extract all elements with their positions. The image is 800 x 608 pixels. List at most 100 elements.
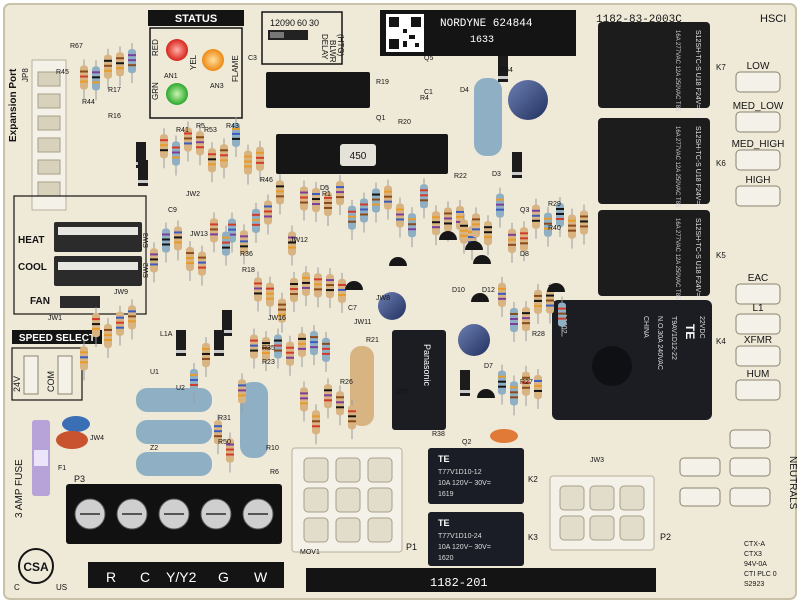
resistor xyxy=(252,202,260,243)
resistor xyxy=(80,340,88,381)
component-ref-label: Q2 xyxy=(462,439,471,446)
neutral-terminals[interactable] xyxy=(679,429,771,507)
component-ref-label: R18 xyxy=(242,267,255,274)
component-ref-label: C9 xyxy=(168,207,177,214)
connector-p1[interactable]: P1 xyxy=(291,447,417,553)
resistor xyxy=(220,138,228,179)
fan-jumper[interactable] xyxy=(60,296,100,308)
component-ref-label: Q5 xyxy=(424,55,433,62)
cert-line: CTI PLC 0 xyxy=(744,571,777,578)
csa-cert-mark: CSA C US xyxy=(14,548,67,592)
component-ref-label: R4 xyxy=(420,95,429,102)
component-ref-label: R16 xyxy=(108,113,121,120)
blower-delay-selector[interactable]: 120 90 60 30 BLWR DELAY (HTG) xyxy=(261,11,345,65)
bottom-part-panel xyxy=(306,568,656,592)
component-ref-label: JW13 xyxy=(190,231,208,238)
dip-switch-block[interactable]: HEAT COOL FAN SW3 SW2 JW9 xyxy=(13,195,150,315)
relay-ref: K7 xyxy=(716,63,726,72)
component-ref-label: R21 xyxy=(366,337,379,344)
component-ref-label: C1 xyxy=(424,89,433,96)
terminal-hum[interactable]: HUM xyxy=(735,369,781,401)
component-ref-label: Z1 xyxy=(548,285,556,292)
component-ref-label: R35 xyxy=(262,345,275,352)
led-red-label: RED xyxy=(151,39,160,56)
speed-select-block[interactable]: SPEED SELECT 24V COM xyxy=(11,330,102,401)
cool-label: COOL xyxy=(18,262,47,273)
green-led-icon xyxy=(166,83,188,105)
speed-24v-terminal[interactable] xyxy=(23,355,39,395)
terminal-label: MED_LOW xyxy=(733,101,784,112)
resistor xyxy=(150,242,158,283)
resistor xyxy=(262,331,270,372)
blower-delay-line2: DELAY xyxy=(320,34,329,60)
component-ref-label: R23 xyxy=(262,359,275,366)
expansion-port-ref: JP8 xyxy=(21,68,30,82)
component-ref-label: R28 xyxy=(532,331,545,338)
component-ref-label: R41 xyxy=(176,127,189,134)
transistor xyxy=(345,281,363,290)
terminal-med-low[interactable]: MED_LOW xyxy=(733,101,784,133)
resistor xyxy=(208,142,216,183)
resistor xyxy=(522,365,530,406)
component-ref-label: Q1 xyxy=(376,115,385,122)
resistor xyxy=(214,414,222,455)
resistor xyxy=(238,373,246,414)
heat-dip-switch[interactable] xyxy=(54,222,142,252)
terminal-l1[interactable]: L1 xyxy=(735,303,781,335)
resistor xyxy=(264,194,272,235)
resistor xyxy=(250,328,258,369)
resistor xyxy=(484,215,492,256)
terminal-eac[interactable]: EAC xyxy=(735,273,781,305)
resistor xyxy=(420,178,428,219)
fuse-ref: F1 xyxy=(58,465,66,472)
diode xyxy=(222,310,232,336)
relay-k2-brand: TE xyxy=(438,454,450,464)
sw3-ref: SW3 xyxy=(143,233,150,248)
ic-u1: 450 xyxy=(276,134,448,174)
resistor xyxy=(396,197,404,238)
component-ref-label: Q3 xyxy=(520,207,529,214)
connector-p2[interactable]: P2 xyxy=(549,475,671,551)
fuse-block[interactable]: 3 AMP FUSE F1 xyxy=(14,420,66,518)
terminal-w-label: W xyxy=(254,569,268,585)
resistor xyxy=(104,48,112,89)
component-ref-label: D7 xyxy=(484,363,493,370)
terminal-low[interactable]: LOW xyxy=(735,61,781,93)
red-led-icon xyxy=(166,39,188,61)
component-ref-label: D10 xyxy=(452,287,465,294)
relay-k3-brand: TE xyxy=(438,518,450,528)
terminal-high[interactable]: HIGH xyxy=(735,175,781,207)
status-led-group: RED GRN YEL AN1 AN3 FLAME xyxy=(149,27,243,119)
component-ref-label: JW1 xyxy=(48,315,62,322)
speed-com-terminal[interactable] xyxy=(57,355,73,395)
resistor xyxy=(408,207,416,248)
component-ref-label: R29 xyxy=(548,201,561,208)
resistor xyxy=(322,331,330,372)
component-ref-label: R27 xyxy=(520,379,533,386)
manufacturer-label: NORDYNE 624844 xyxy=(440,18,533,30)
large-resistor-group xyxy=(136,78,502,476)
component-ref-label: D3 xyxy=(492,171,501,178)
expansion-port[interactable]: Expansion Port JP8 xyxy=(8,59,67,211)
terminal-label: EAC xyxy=(748,273,769,284)
cool-dip-switch[interactable] xyxy=(54,256,142,286)
terminal-block-p3[interactable]: R C Y/Y2 G W P3 xyxy=(66,474,284,588)
terminal-label: HIGH xyxy=(746,175,771,186)
resistor xyxy=(128,299,136,340)
component-ref-label: U3 xyxy=(540,39,549,46)
relay-k2-code: 1619 xyxy=(438,491,454,498)
terminal-label: LOW xyxy=(747,61,770,72)
resistor xyxy=(498,276,506,317)
resistor xyxy=(162,222,170,263)
terminal-med-high[interactable]: MED_HIGH xyxy=(732,139,785,171)
hsci-label: HSCI xyxy=(760,13,786,25)
terminal-xfmr[interactable]: XFMR xyxy=(735,335,781,367)
relay-k3-rating: 10A 120V~ 30V= xyxy=(438,544,491,551)
chip-label: 450 xyxy=(350,151,367,162)
resistor xyxy=(190,362,198,403)
component-ref-label: JW4 xyxy=(90,435,104,442)
resistor xyxy=(544,206,552,247)
